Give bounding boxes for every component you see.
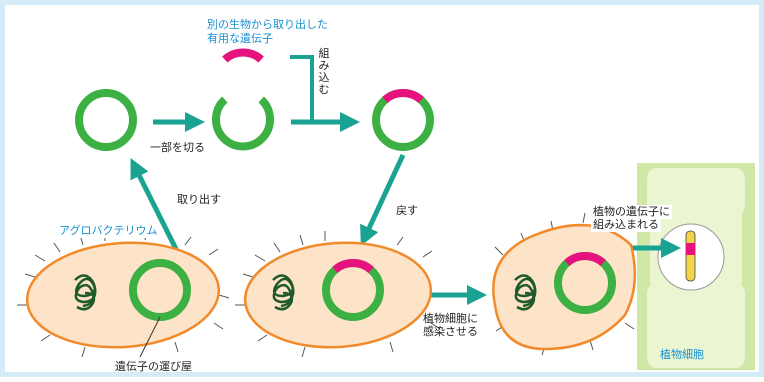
insert-label: 組み込む xyxy=(318,47,330,96)
integrated-label-line2: 組み込まれる xyxy=(591,218,661,232)
arrow-take-out xyxy=(130,158,186,265)
bacterial-dna xyxy=(514,274,537,311)
plant-cell-column xyxy=(637,163,755,370)
arrow-return xyxy=(360,153,406,247)
integrated-label-line1: 植物の遺伝子に xyxy=(591,205,672,219)
flagella xyxy=(235,231,441,358)
plant-cell-label: 植物細胞 xyxy=(660,348,704,361)
bacterial-dna xyxy=(74,274,97,311)
agrobacterium-cell-recombined xyxy=(235,231,441,358)
insert-bracket xyxy=(290,55,314,122)
bacterial-dna xyxy=(272,274,295,311)
gene-transfer-diagram xyxy=(17,48,755,370)
flagella xyxy=(17,229,230,358)
cut-part-label: 一部を切る xyxy=(150,141,205,154)
plasmid-recombined xyxy=(372,89,434,151)
take-out-label: 取り出す xyxy=(177,193,221,206)
gene-carrier-label: 遺伝子の運び屋 xyxy=(115,360,192,373)
return-label: 戻す xyxy=(396,204,418,217)
plant-cell-inner-wall xyxy=(647,283,745,368)
infect-label-line2: 感染させる xyxy=(423,325,478,338)
carrier-pointer xyxy=(139,316,161,358)
agrobacterium-cell xyxy=(17,229,230,358)
plasmid-cut xyxy=(212,96,274,151)
agrobacterium-label: アグロバクテリウム xyxy=(57,224,160,238)
foreign-gene-label-line1: 別の生物から取り出した xyxy=(207,18,328,31)
foreign-gene-label-line2: 有用な遺伝子 xyxy=(207,32,273,45)
plant-chromosome xyxy=(685,230,696,282)
agrobacterium-cell-infecting xyxy=(492,210,637,356)
plasmid-intact xyxy=(75,89,137,151)
foreign-gene-fragment xyxy=(222,48,264,63)
infect-label-line1: 植物細胞に xyxy=(423,312,478,325)
